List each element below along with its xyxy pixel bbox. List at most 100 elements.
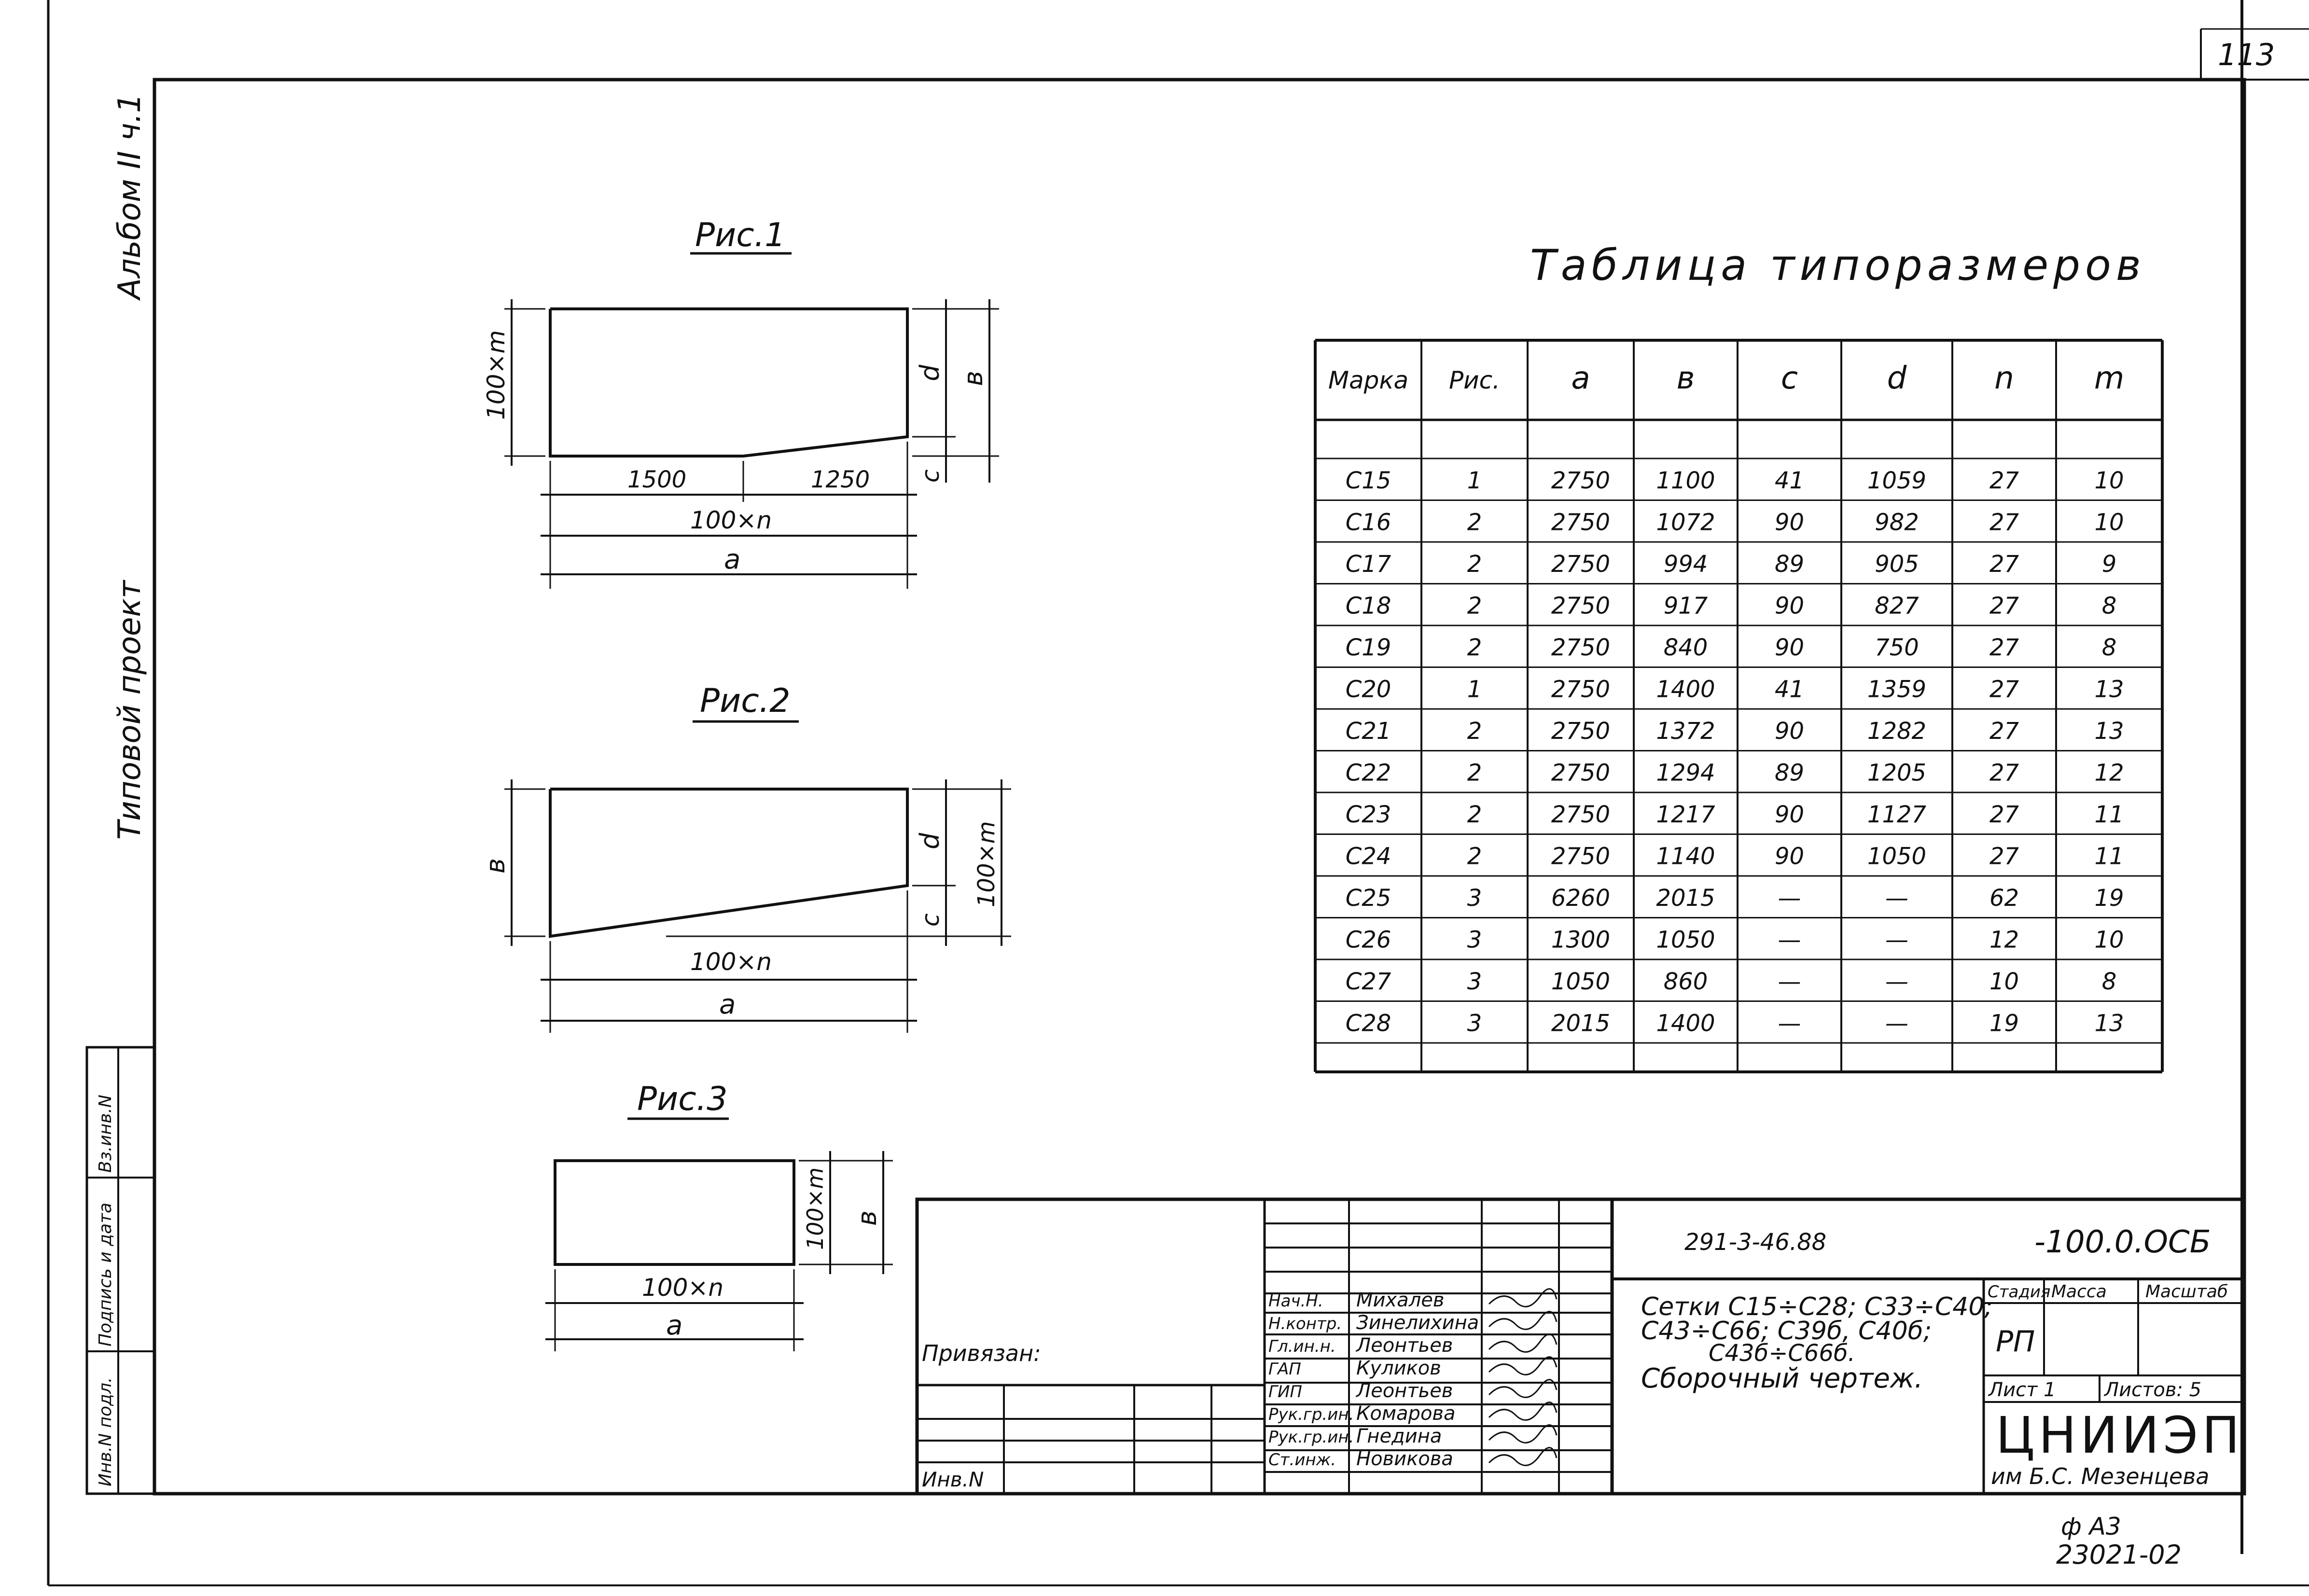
table-cell: —	[1885, 927, 1908, 954]
table-cell: 860	[1664, 968, 1708, 995]
table-cell: 3	[1467, 927, 1482, 954]
signatory-name: Новикова	[1356, 1448, 1453, 1470]
table-cell: 1400	[1656, 676, 1715, 703]
table-cell: 13	[2094, 1010, 2124, 1037]
signatory-name: Зинелихина	[1356, 1312, 1479, 1334]
fig3-right-b: в	[852, 1210, 882, 1226]
table-cell: 19	[1989, 1010, 2019, 1037]
fig1-right-b: в	[958, 371, 988, 386]
signature-mark	[1488, 1333, 1558, 1353]
table-cell: С15	[1346, 467, 1391, 494]
signatory-role: Гл.ин.н.	[1268, 1337, 1336, 1356]
table-cell: 27	[1989, 551, 2019, 578]
description-line-4: Сборочный чертеж.	[1641, 1363, 1923, 1394]
table-title: Таблица типоразмеров	[1530, 240, 2146, 290]
table-cell: 90	[1775, 843, 1804, 870]
fig1-seg1: 1500	[627, 466, 686, 493]
table-cell: 1072	[1656, 509, 1715, 536]
table-header: Марка	[1328, 366, 1408, 394]
format-code: 23021-02	[2056, 1540, 2182, 1570]
stage-value: РП	[1996, 1325, 2035, 1359]
table-header: a	[1571, 361, 1590, 396]
signatory-role: Рук.гр.ин.	[1268, 1405, 1354, 1424]
table-cell: 11	[2094, 843, 2124, 870]
table-cell: С26	[1346, 927, 1391, 954]
signatory-name: Гнедина	[1356, 1425, 1442, 1447]
table-cell: С16	[1346, 509, 1391, 536]
table-cell: 90	[1775, 634, 1804, 661]
table-cell: 41	[1775, 676, 1804, 703]
signatory-role: Рук.гр.ин.	[1268, 1428, 1354, 1447]
table-cell: 89	[1775, 551, 1804, 578]
signature-mark	[1488, 1402, 1558, 1421]
org-sub: им Б.С. Мезенцева	[1991, 1463, 2210, 1489]
table-cell: 12	[1989, 927, 2019, 954]
table-cell: 6260	[1551, 885, 1610, 912]
org-name: ЦНИИЭП	[1996, 1406, 2243, 1465]
figure-2-title: Рис.2	[700, 682, 790, 720]
table-cell: С25	[1346, 885, 1391, 912]
table-cell: 2750	[1551, 551, 1610, 578]
stamp-vz: Вз.инв.N	[96, 1095, 115, 1173]
table-cell: —	[1778, 927, 1801, 954]
table-cell: 2015	[1656, 885, 1715, 912]
table-cell: 10	[2094, 927, 2124, 954]
format-label: ф А3	[2061, 1513, 2121, 1540]
table-cell: —	[1885, 968, 1908, 995]
table-cell: 8	[2102, 593, 2117, 620]
table-cell: 10	[1989, 968, 2019, 995]
title-block	[915, 1197, 2246, 1496]
fig3-total-a: a	[666, 1310, 682, 1341]
table-cell: 27	[1989, 634, 2019, 661]
table-cell: 1300	[1551, 927, 1610, 954]
figure-3-title: Рис.3	[637, 1080, 727, 1118]
table-cell: 3	[1467, 885, 1482, 912]
figure-1: Рис.1	[504, 216, 999, 589]
table-cell: 12	[2094, 760, 2124, 787]
table-cell: 1100	[1656, 467, 1715, 494]
table-cell: 2750	[1551, 801, 1610, 828]
table-cell: С27	[1346, 968, 1391, 995]
signatory-name: Михалев	[1356, 1289, 1444, 1311]
stamp-inv: Инв.N подл.	[96, 1377, 115, 1486]
fig3-right-m: 100×m	[802, 1167, 828, 1250]
signatory-role: Н.контр.	[1268, 1314, 1342, 1333]
description-line-1: Сетки С15÷С28; С33÷С40;	[1641, 1292, 1993, 1321]
scale-label: Масштаб	[2145, 1282, 2228, 1302]
description-line-3: С43б÷С66б.	[1709, 1340, 1855, 1367]
table-cell: 1	[1467, 467, 1482, 494]
fig1-seg2: 1250	[811, 466, 870, 493]
table-cell: 27	[1989, 593, 2019, 620]
table-cell: 2	[1467, 634, 1482, 661]
fig2-right-c: c	[917, 914, 945, 927]
table-cell: 1359	[1867, 676, 1926, 703]
table-cell: С23	[1346, 801, 1391, 828]
fig2-total-a: a	[719, 989, 736, 1020]
table-cell: 1127	[1867, 801, 1927, 828]
sheet-number: 113	[2218, 37, 2275, 72]
table-cell: 1050	[1867, 843, 1926, 870]
table-cell: 90	[1775, 718, 1804, 745]
signature-mark	[1488, 1447, 1558, 1466]
table-cell: 905	[1875, 551, 1919, 578]
signatory-role: Ст.инж.	[1268, 1450, 1336, 1470]
table-header: n	[1994, 361, 2014, 396]
table-cell: 1050	[1656, 927, 1715, 954]
table-cell: 8	[2102, 634, 2117, 661]
table-cell: 2015	[1551, 1010, 1610, 1037]
signature-mark	[1488, 1356, 1558, 1375]
signatory-name: Куликов	[1356, 1357, 1441, 1379]
signature-mark	[1488, 1424, 1558, 1443]
table-cell: 994	[1664, 551, 1708, 578]
table-cell: С20	[1346, 676, 1391, 703]
table-cell: 27	[1989, 467, 2019, 494]
fig1-right-c: c	[917, 470, 945, 483]
table-cell: 27	[1989, 718, 2019, 745]
table-cell: 2750	[1551, 718, 1610, 745]
table-cell: 2750	[1551, 843, 1610, 870]
table-header: c	[1781, 361, 1798, 396]
table-cell: —	[1885, 1010, 1908, 1037]
table-cell: 1	[1467, 676, 1482, 703]
fig3-total-n: 100×n	[642, 1274, 723, 1302]
table-cell: 982	[1875, 509, 1919, 536]
